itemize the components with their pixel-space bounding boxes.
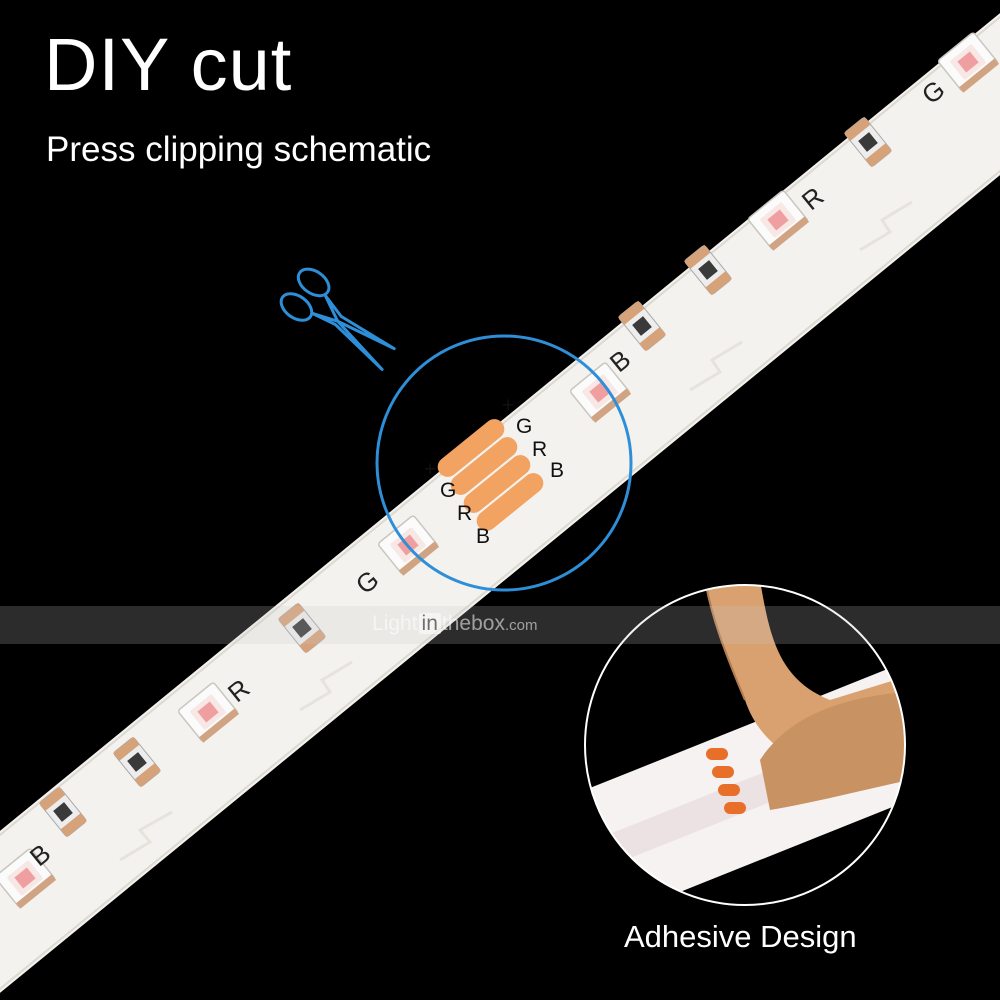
cut-point-ring [375,334,633,592]
inset-caption: Adhesive Design [624,919,857,954]
pad-label-plus: + [502,394,514,417]
page-title: DIY cut [44,23,293,106]
watermark-part-com: .com [504,617,538,634]
pad-label-g: G [516,415,532,438]
watermark-band [0,606,1000,644]
watermark-part-light: Light [372,612,418,635]
watermark-part-thebox: thebox [441,612,505,635]
page-subtitle: Press clipping schematic [46,130,432,169]
pad-labels-left: + G R B [424,458,490,548]
adhesive-inset [584,584,906,906]
pad-label-plus: + [424,458,436,481]
pad-label-r: R [457,502,472,525]
pad-labels-right: + G R B [502,394,564,482]
scissors-icon [279,267,396,371]
pad-label-b: B [476,525,490,548]
pad-label-g: G [440,479,456,502]
watermark-part-in: in [418,613,441,634]
pad-label-r: R [532,438,547,461]
pad-label-b: B [550,459,564,482]
